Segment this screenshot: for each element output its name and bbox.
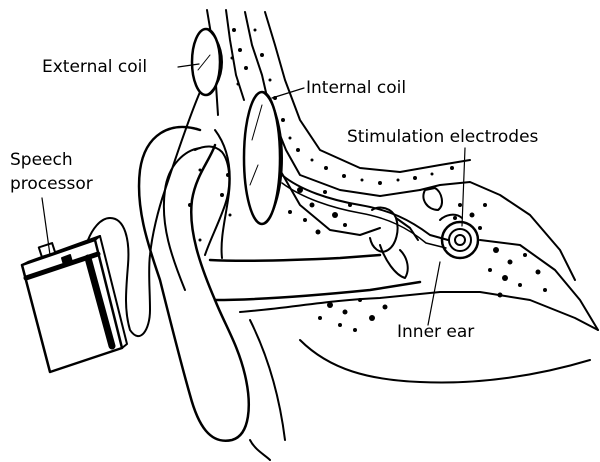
middle-ear: [370, 208, 418, 278]
external-coil: [192, 29, 222, 95]
external-coil-label: External coil: [42, 57, 147, 77]
inner-ear-label: Inner ear: [397, 322, 474, 342]
speech-processor: [22, 236, 127, 372]
internal-coil: [244, 92, 282, 224]
speech-processor-label-line2: processor: [10, 174, 93, 194]
internal-coil-label: Internal coil: [306, 78, 406, 98]
outer-ear: [139, 127, 249, 441]
speech-processor-label-line1: Speech: [10, 150, 73, 170]
cochlea: [423, 188, 478, 258]
ear-canal: [210, 255, 598, 332]
stimulation-electrodes-label: Stimulation electrodes: [347, 127, 538, 147]
